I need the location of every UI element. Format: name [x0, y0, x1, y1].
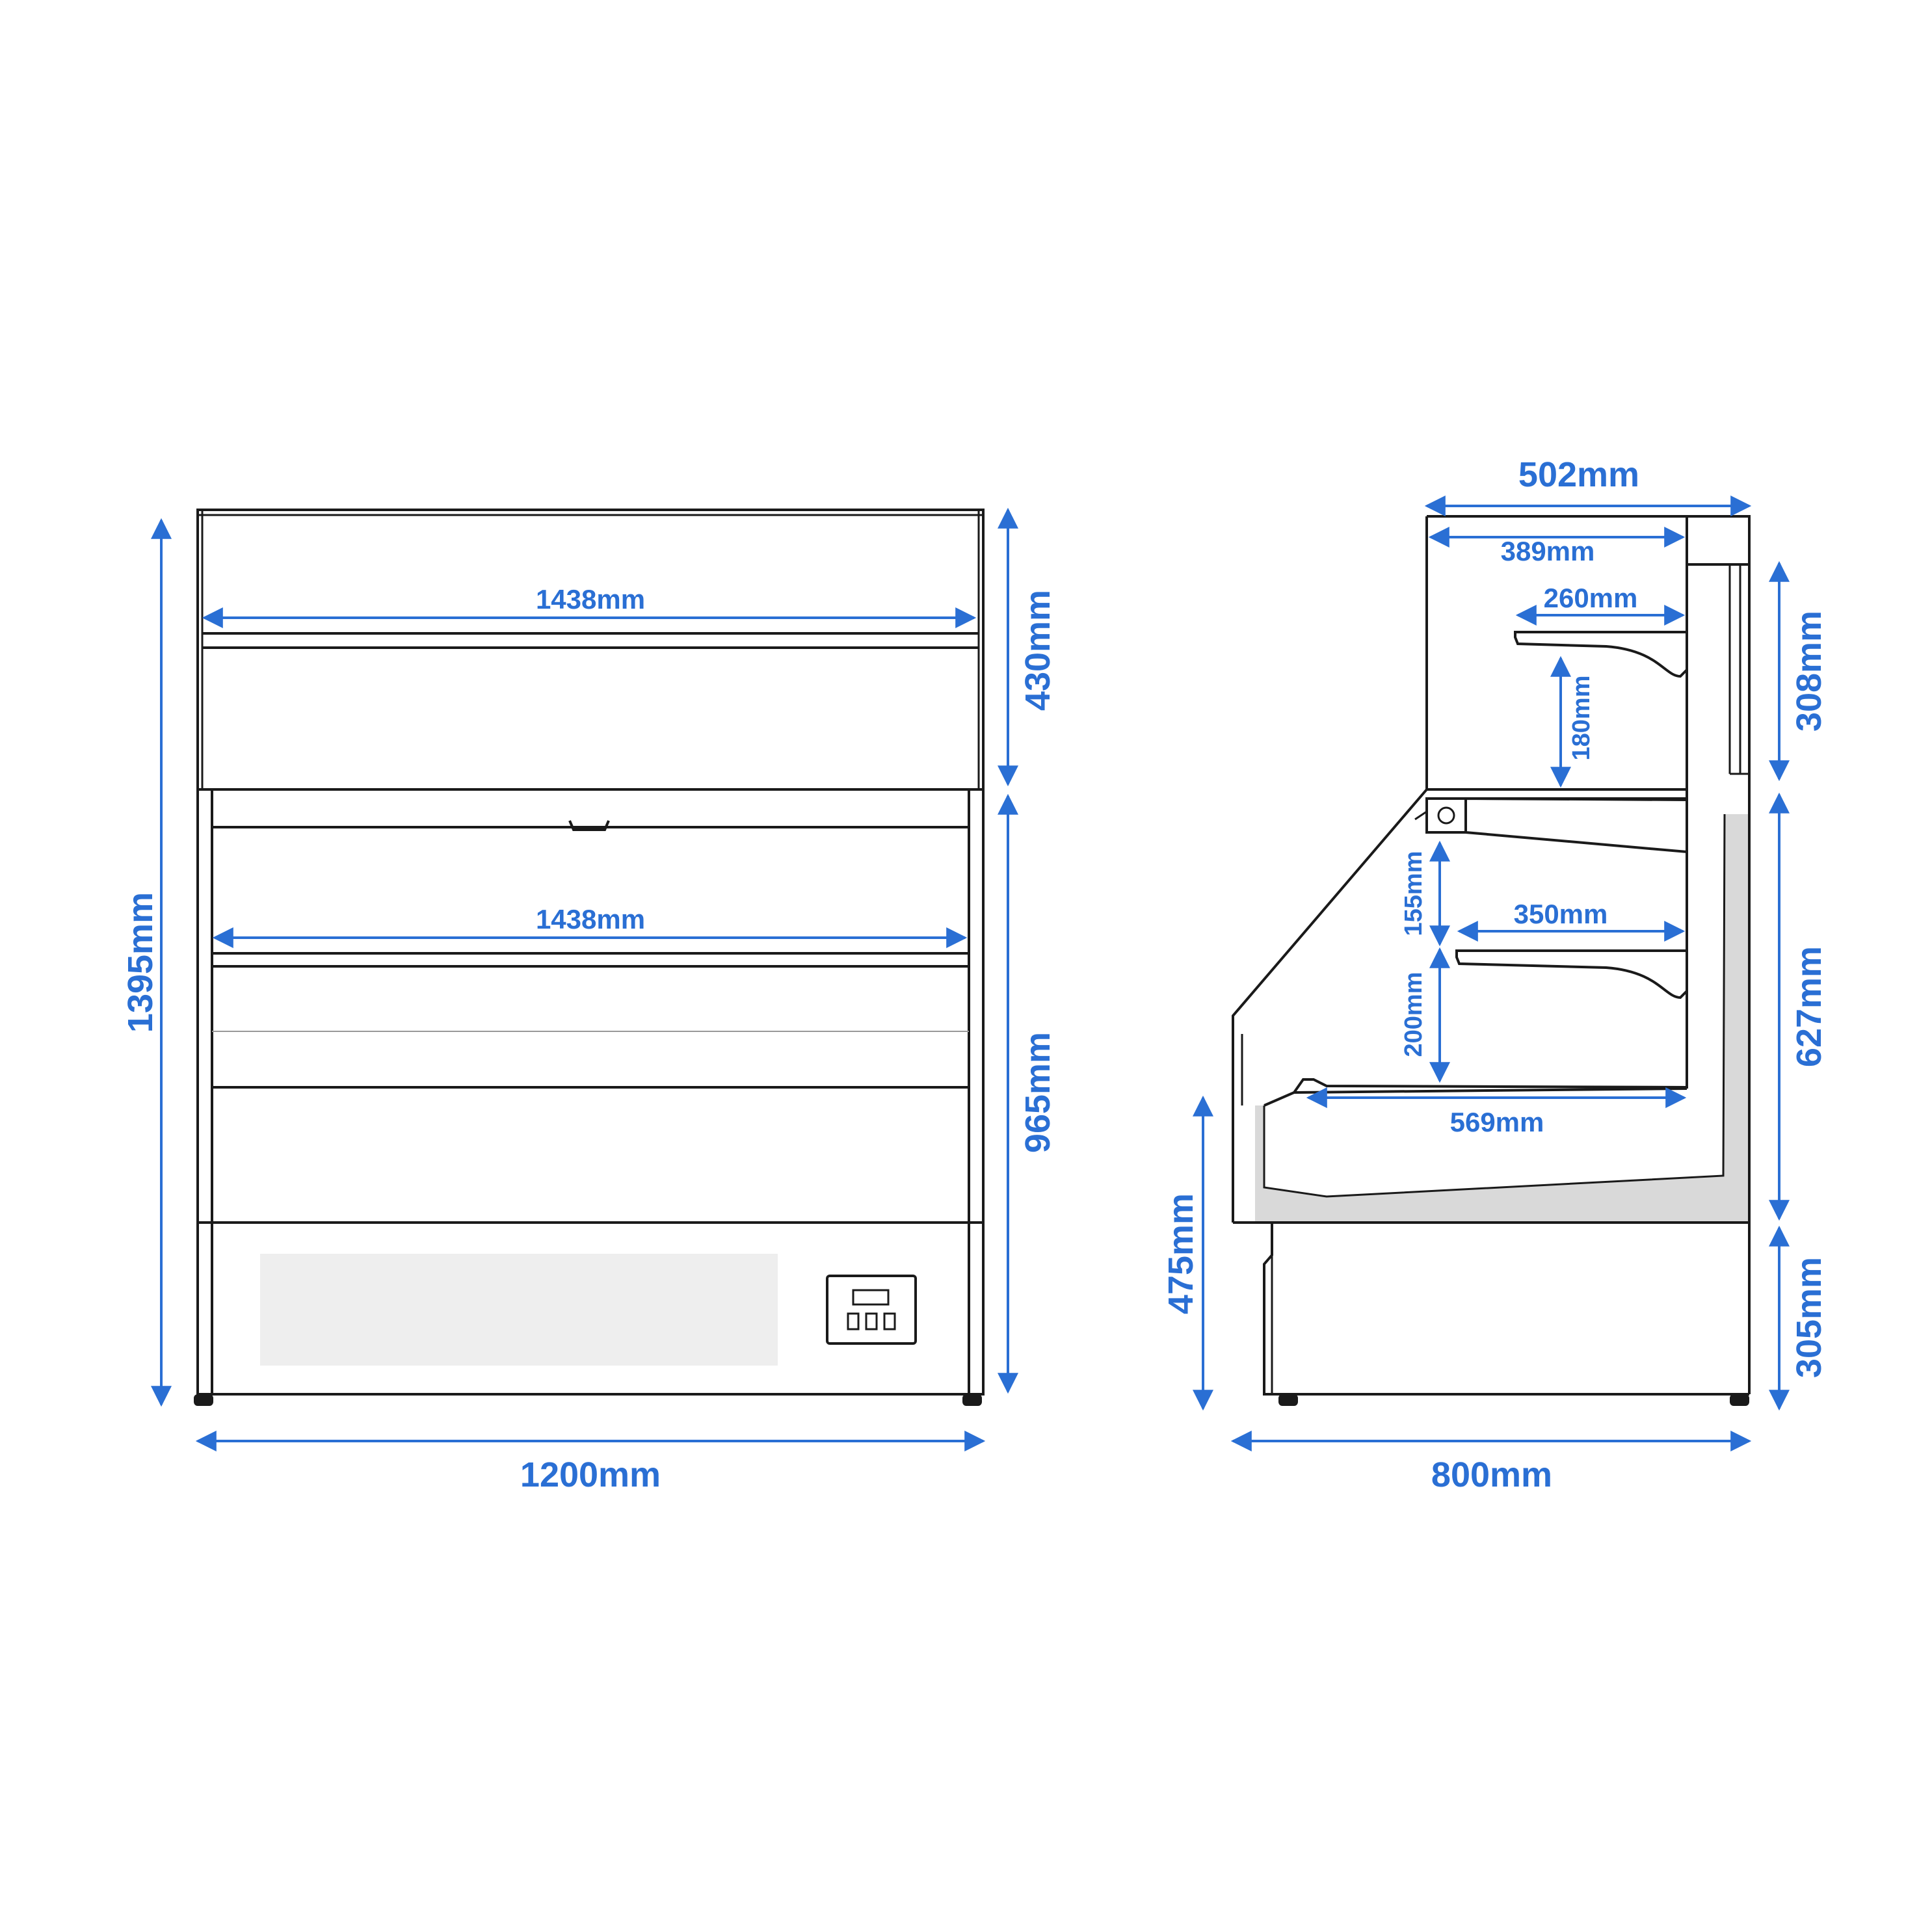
- side-top-light-box: [1686, 515, 1751, 566]
- front-lower-height-label: 965mm: [1018, 1032, 1057, 1153]
- front-canopy-frame: [196, 509, 985, 791]
- front-width-label: 1200mm: [520, 1455, 661, 1494]
- side-total-depth-label: 800mm: [1431, 1455, 1552, 1494]
- front-dimension-lines: [151, 507, 1018, 1451]
- side-upper-section-height-label: 308mm: [1790, 611, 1829, 732]
- side-lower-shelf-gap-top-label: 155mm: [1400, 851, 1427, 936]
- front-base-panel: [260, 1254, 778, 1366]
- side-dimension-lines: [1193, 496, 1790, 1451]
- front-foot-left: [194, 1394, 213, 1406]
- side-lower-shelf-depth-label: 350mm: [1514, 899, 1608, 929]
- front-light-clip: [568, 820, 610, 831]
- side-middle-section-height-label: 627mm: [1790, 946, 1829, 1067]
- side-insulation: [1255, 814, 1749, 1223]
- side-foot-front: [1278, 1394, 1298, 1406]
- side-top-depth-label: 502mm: [1518, 455, 1639, 494]
- side-well-depth-label: 569mm: [1450, 1107, 1544, 1137]
- side-upper-shelf-depth-label: 260mm: [1544, 583, 1638, 613]
- front-top-shelf-width-label: 1438mm: [536, 584, 645, 615]
- side-upper-shelf: [1514, 631, 1688, 678]
- side-lower-shelf-gap-bottom-label: 200mm: [1400, 972, 1427, 1057]
- front-upper-height-label: 430mm: [1018, 590, 1057, 711]
- controller-icon: [826, 1275, 917, 1345]
- side-lower-shelf: [1455, 949, 1688, 999]
- side-upper-shelf-gap-label: 180mm: [1568, 676, 1595, 761]
- front-view: [194, 509, 985, 1406]
- front-total-height-label: 1395mm: [121, 892, 160, 1033]
- side-view: [1232, 515, 1751, 1406]
- side-inner-top-depth-label: 389mm: [1501, 536, 1595, 566]
- side-base-height-label: 305mm: [1790, 1257, 1829, 1378]
- side-light-icon: [1437, 806, 1455, 825]
- front-foot-right: [962, 1394, 982, 1406]
- side-light-bar: [1425, 797, 1467, 834]
- front-middle-shelf-width-label: 1438mm: [536, 904, 645, 934]
- side-foot-back: [1730, 1394, 1749, 1406]
- side-counter-height-label: 475mm: [1161, 1193, 1200, 1314]
- front-body-frame: [196, 788, 985, 1396]
- side-upper-slope: [1464, 797, 1688, 854]
- side-front-glass: [1232, 788, 1428, 1223]
